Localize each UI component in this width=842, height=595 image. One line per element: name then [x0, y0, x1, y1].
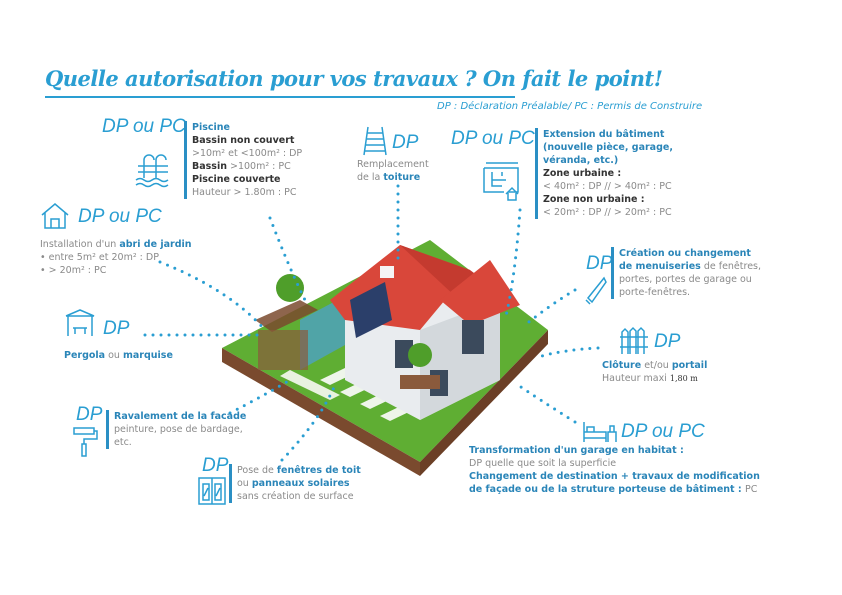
garage-badge: DP ou PC — [621, 421, 705, 442]
piscine-info: Piscine Bassin non couvert >10m² et <100… — [184, 121, 302, 199]
abri-info: Installation d'un abri de jardin • entre… — [40, 239, 192, 276]
toiture-info: Remplacement de la toiture — [357, 159, 429, 183]
house-icon — [41, 203, 69, 229]
legend: DP : Déclaration Préalable/ PC : Permis … — [437, 101, 703, 112]
fence-icon — [620, 326, 648, 354]
extension-info: Extension du bâtiment (nouvelle pièce, g… — [535, 128, 673, 219]
piscine-badge: DP ou PC — [102, 116, 186, 137]
fenetres-info: Pose de fenêtres de toit ou panneaux sol… — [229, 464, 361, 503]
toiture-badge: DP — [392, 132, 419, 153]
paint-roller-icon — [73, 427, 98, 457]
bedroom-icon — [583, 422, 617, 442]
abri-badge: DP ou PC — [78, 206, 162, 227]
ravalement-badge: DP — [76, 404, 103, 425]
title-underline — [45, 96, 515, 98]
saw-icon — [585, 276, 607, 305]
fenetres-badge: DP — [202, 455, 229, 476]
menuiseries-badge: DP — [586, 253, 613, 274]
garage-info: Transformation d'un garage en habitat : … — [469, 445, 760, 495]
blueprint-icon — [483, 162, 519, 201]
cloture-badge: DP — [654, 331, 681, 352]
pool-icon — [135, 154, 169, 188]
cloture-info: Clôture et/ou portail Hauteur maxi 1,80 … — [602, 360, 708, 384]
window-icon — [198, 477, 226, 505]
pergola-badge: DP — [103, 318, 130, 339]
pergola-icon — [65, 309, 95, 336]
ladder-icon — [363, 126, 387, 156]
ravalement-info: Ravalement de la facade peinture, pose d… — [106, 410, 246, 449]
pergola-info: Pergola ou marquise — [64, 350, 173, 361]
menuiseries-info: Création ou changement de menuiseries de… — [611, 247, 767, 299]
page-title: Quelle autorisation pour vos travaux ? O… — [45, 66, 663, 91]
extension-badge: DP ou PC — [451, 128, 535, 149]
